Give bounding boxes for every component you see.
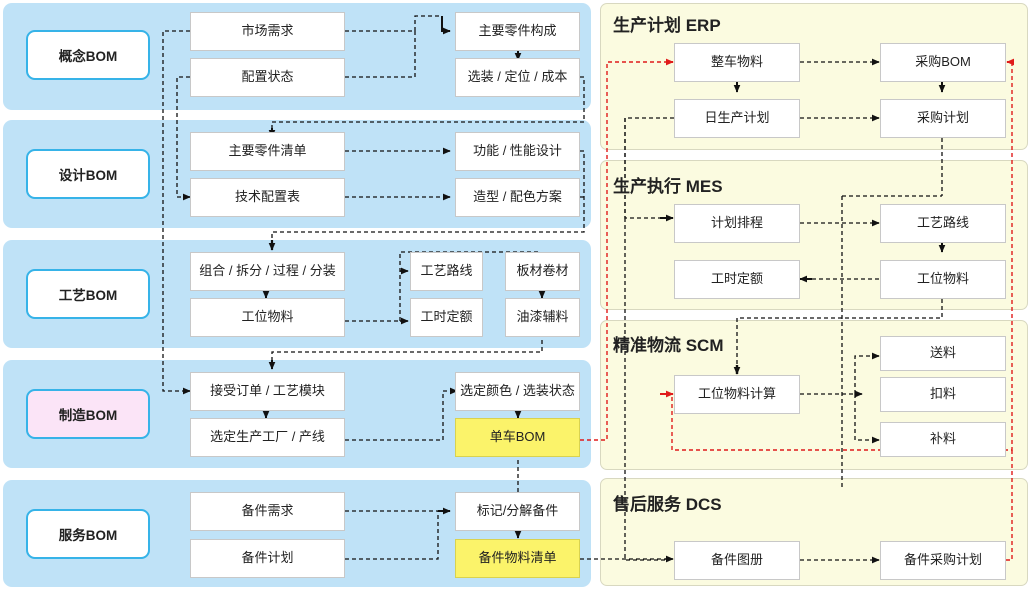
node-mes-labor-hour-quota[interactable]: 工时定额 bbox=[674, 260, 800, 299]
panel-title-erp: 生产计划 ERP bbox=[613, 16, 721, 35]
node-label: 功能 / 性能设计 bbox=[473, 143, 562, 159]
node-label: 备件物料清单 bbox=[478, 550, 557, 566]
node-feed-material[interactable]: 送料 bbox=[880, 336, 1006, 371]
node-select-plant-line[interactable]: 选定生产工厂 / 产线 bbox=[190, 418, 345, 457]
node-label: 单车BOM bbox=[489, 429, 546, 445]
node-main-parts-composition[interactable]: 主要零件构成 bbox=[455, 12, 580, 51]
node-label: 标记/分解备件 bbox=[476, 503, 559, 519]
node-spare-parts-purchase-plan[interactable]: 备件采购计划 bbox=[880, 541, 1006, 580]
panel-title-scm: 精准物流 SCM bbox=[613, 336, 724, 355]
node-configuration-status[interactable]: 配置状态 bbox=[190, 58, 345, 97]
bom-label-service[interactable]: 服务BOM bbox=[26, 509, 150, 559]
node-label: 工位物料 bbox=[241, 309, 294, 325]
node-spare-parts-catalog[interactable]: 备件图册 bbox=[674, 541, 800, 580]
node-spare-parts-plan[interactable]: 备件计划 bbox=[190, 539, 345, 578]
node-daily-production-plan[interactable]: 日生产计划 bbox=[674, 99, 800, 138]
node-label: 备件采购计划 bbox=[903, 552, 982, 568]
bom-label-manufacturing[interactable]: 制造BOM bbox=[26, 389, 150, 439]
node-option-position-cost[interactable]: 选装 / 定位 / 成本 bbox=[455, 58, 580, 97]
node-station-material[interactable]: 工位物料 bbox=[190, 298, 345, 337]
node-label: 选定颜色 / 选装状态 bbox=[460, 383, 575, 399]
node-spare-parts-demand[interactable]: 备件需求 bbox=[190, 492, 345, 531]
node-paint-auxiliary-material[interactable]: 油漆辅料 bbox=[505, 298, 580, 337]
node-station-material-calculation[interactable]: 工位物料计算 bbox=[674, 375, 800, 414]
node-label: 主要零件清单 bbox=[228, 143, 307, 159]
bom-label-concept[interactable]: 概念BOM bbox=[26, 30, 150, 80]
node-label: 采购计划 bbox=[916, 110, 969, 126]
node-label: 扣料 bbox=[929, 386, 956, 402]
node-label: 主要零件构成 bbox=[478, 23, 557, 39]
node-styling-color-scheme[interactable]: 造型 / 配色方案 bbox=[455, 178, 580, 217]
node-sheet-coil-material[interactable]: 板材卷材 bbox=[505, 252, 580, 291]
bom-label-process[interactable]: 工艺BOM bbox=[26, 269, 150, 319]
node-mark-decompose-spare-parts[interactable]: 标记/分解备件 bbox=[455, 492, 580, 531]
node-label: 备件需求 bbox=[241, 503, 294, 519]
node-label: 选定生产工厂 / 产线 bbox=[210, 429, 325, 445]
node-label: 选装 / 定位 / 成本 bbox=[467, 69, 568, 85]
node-main-parts-list[interactable]: 主要零件清单 bbox=[190, 132, 345, 171]
node-accept-order-process-module[interactable]: 接受订单 / 工艺模块 bbox=[190, 372, 345, 411]
node-spare-parts-bom[interactable]: 备件物料清单 bbox=[455, 539, 580, 578]
node-label: 补料 bbox=[929, 431, 956, 447]
panel-title-dcs: 售后服务 DCS bbox=[613, 495, 722, 514]
node-vehicle-material[interactable]: 整车物料 bbox=[674, 43, 800, 82]
node-label: 板材卷材 bbox=[516, 263, 569, 279]
node-label: 工艺路线 bbox=[420, 263, 473, 279]
node-deduct-material[interactable]: 扣料 bbox=[880, 377, 1006, 412]
node-label: 造型 / 配色方案 bbox=[473, 189, 562, 205]
bom-label-text: 制造BOM bbox=[58, 408, 118, 423]
node-function-performance-design[interactable]: 功能 / 性能设计 bbox=[455, 132, 580, 171]
node-label: 计划排程 bbox=[710, 215, 763, 231]
node-label: 组合 / 拆分 / 过程 / 分装 bbox=[199, 263, 336, 279]
node-label: 工时定额 bbox=[420, 309, 473, 325]
node-label: 市场需求 bbox=[241, 23, 294, 39]
node-combine-split-process-subassembly[interactable]: 组合 / 拆分 / 过程 / 分装 bbox=[190, 252, 345, 291]
bom-label-text: 设计BOM bbox=[58, 168, 118, 183]
bom-label-design[interactable]: 设计BOM bbox=[26, 149, 150, 199]
node-label: 接受订单 / 工艺模块 bbox=[210, 383, 325, 399]
node-plan-scheduling[interactable]: 计划排程 bbox=[674, 204, 800, 243]
bom-label-text: 工艺BOM bbox=[58, 288, 118, 303]
node-label: 配置状态 bbox=[241, 69, 294, 85]
node-label: 采购BOM bbox=[915, 54, 971, 70]
node-label: 送料 bbox=[929, 345, 956, 361]
node-mes-process-route[interactable]: 工艺路线 bbox=[880, 204, 1006, 243]
node-purchase-bom[interactable]: 采购BOM bbox=[880, 43, 1006, 82]
node-purchase-plan[interactable]: 采购计划 bbox=[880, 99, 1006, 138]
node-label: 工时定额 bbox=[710, 271, 763, 287]
node-label: 日生产计划 bbox=[704, 110, 770, 126]
node-process-route[interactable]: 工艺路线 bbox=[410, 252, 483, 291]
node-label: 油漆辅料 bbox=[516, 309, 569, 325]
node-labor-hour-quota[interactable]: 工时定额 bbox=[410, 298, 483, 337]
node-single-vehicle-bom[interactable]: 单车BOM bbox=[455, 418, 580, 457]
node-label: 技术配置表 bbox=[234, 189, 300, 205]
node-label: 工位物料计算 bbox=[697, 386, 776, 402]
node-label: 整车物料 bbox=[710, 54, 763, 70]
bom-label-text: 服务BOM bbox=[58, 528, 118, 543]
node-market-demand[interactable]: 市场需求 bbox=[190, 12, 345, 51]
node-technical-config-table[interactable]: 技术配置表 bbox=[190, 178, 345, 217]
panel-title-mes: 生产执行 MES bbox=[613, 177, 723, 196]
bom-label-text: 概念BOM bbox=[58, 49, 118, 64]
node-select-color-option-status[interactable]: 选定颜色 / 选装状态 bbox=[455, 372, 580, 411]
node-label: 备件图册 bbox=[710, 552, 763, 568]
node-label: 工位物料 bbox=[916, 271, 969, 287]
node-label: 备件计划 bbox=[241, 550, 294, 566]
node-replenish-material[interactable]: 补料 bbox=[880, 422, 1006, 457]
node-label: 工艺路线 bbox=[916, 215, 969, 231]
node-mes-station-material[interactable]: 工位物料 bbox=[880, 260, 1006, 299]
